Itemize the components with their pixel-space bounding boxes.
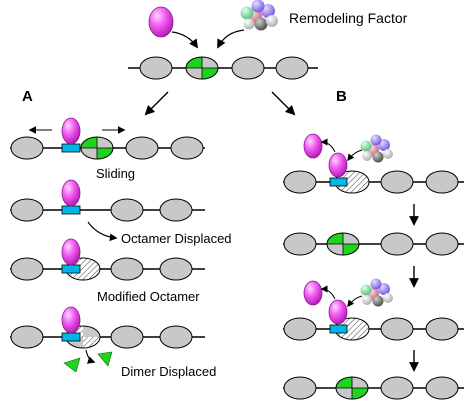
panel-b-label: B: [336, 88, 347, 105]
top-section: Remodeling Factor: [128, 0, 408, 116]
factor-protein: [303, 133, 323, 159]
branch-arrow-a: [144, 91, 169, 116]
restored-nucleosome: [326, 232, 360, 256]
factor-protein: [148, 6, 174, 38]
sliding-row: Sliding: [10, 117, 205, 181]
octamer-displaced-row: Octamer Displaced: [10, 179, 232, 246]
factor-protein: [61, 306, 81, 334]
factor-protein: [61, 179, 81, 207]
complex-arrow: [347, 149, 363, 162]
release-arrow: [320, 285, 336, 300]
octamer-displaced-label: Octamer Displaced: [121, 231, 232, 246]
modified-octamer-label: Modified Octamer: [97, 289, 200, 304]
modified-octamer-row: Modified Octamer: [10, 238, 205, 304]
binding-site: [61, 332, 81, 342]
panel-b-step-4: [283, 376, 464, 400]
factor-protein: [328, 152, 348, 178]
complex-arrow: [217, 29, 245, 49]
binding-site: [329, 177, 348, 187]
panel-b-step-1: [283, 133, 464, 194]
displaced-dimer-1: [63, 357, 81, 373]
panel-b-step-3: [283, 278, 464, 341]
factor-protein: [328, 299, 348, 325]
remodeling-complex: [240, 0, 278, 31]
binding-site: [61, 264, 81, 274]
branch-arrow-b: [271, 91, 296, 116]
factor-protein: [61, 238, 81, 266]
sliding-nucleosome: [80, 136, 114, 160]
factor-arrow: [171, 31, 199, 49]
remodeling-complex: [360, 278, 393, 307]
complex-arrow: [347, 295, 363, 308]
dimer-arrow: [85, 349, 96, 364]
sliding-label: Sliding: [96, 166, 135, 181]
panel-b-step-2: [283, 232, 464, 256]
release-arrow: [320, 138, 336, 153]
binding-site: [61, 205, 81, 215]
displacement-arrow: [87, 221, 118, 242]
binding-site: [329, 324, 348, 334]
factor-protein: [303, 280, 323, 306]
remodeling-complex: [360, 134, 393, 163]
nucleosome-row: [139, 56, 309, 80]
dimer-displaced-row: Dimer Displaced: [10, 306, 216, 379]
factor-protein: [61, 117, 81, 145]
remodeling-factor-label: Remodeling Factor: [289, 10, 408, 26]
dimer-displaced-label: Dimer Displaced: [121, 364, 216, 379]
panel-a-label: A: [22, 88, 33, 105]
binding-site: [61, 143, 81, 153]
restored-nucleosome: [335, 376, 369, 400]
target-nucleosome: [185, 56, 219, 80]
displaced-dimer-2: [97, 351, 113, 367]
